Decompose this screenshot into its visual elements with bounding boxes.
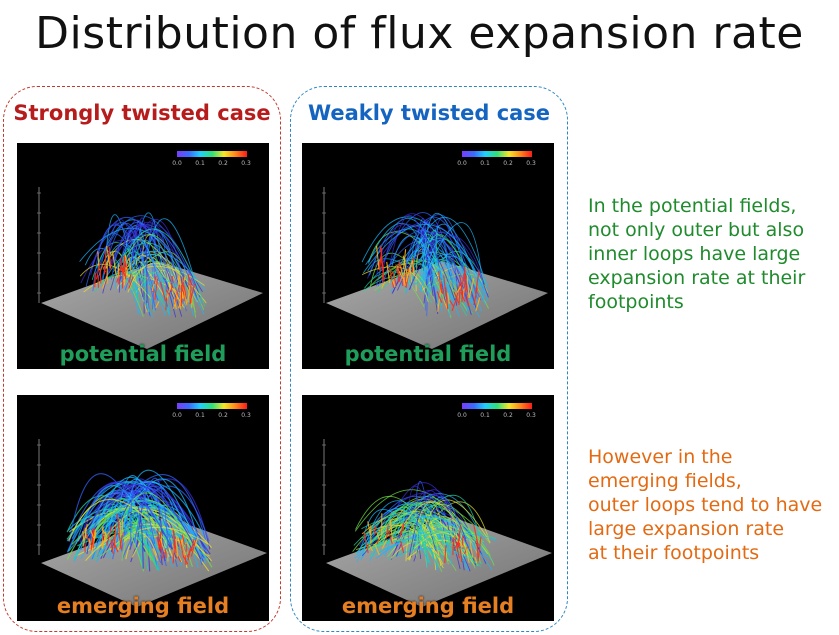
colorbar-tick: 0.2 bbox=[218, 160, 228, 167]
weak-emerging-panel: 0.0 0.1 0.2 0.3 emerging field bbox=[302, 395, 554, 621]
strongly-twisted-heading: Strongly twisted case bbox=[13, 101, 271, 125]
note-line: footpoints bbox=[588, 291, 684, 313]
colorbar-tick: 0.3 bbox=[526, 160, 536, 167]
colorbar-tick: 0.2 bbox=[503, 160, 513, 167]
colorbar-tick: 0.1 bbox=[480, 160, 490, 167]
colorbar-tick: 0.3 bbox=[241, 160, 251, 167]
weak-potential-label: potential field bbox=[344, 342, 512, 366]
weakly-twisted-column: Weakly twisted case 0.0 0.1 0.2 0.3 potenti… bbox=[290, 86, 568, 632]
weakly-twisted-heading: Weakly twisted case bbox=[307, 101, 551, 125]
potential-fields-note: In the potential fields, not only outer … bbox=[588, 194, 833, 314]
note-line: inner loops have large bbox=[588, 243, 801, 265]
note-line: emerging fields, bbox=[588, 470, 742, 492]
colorbar-tick: 0.3 bbox=[526, 412, 536, 419]
strong-emerging-panel: 0.0 0.1 0.2 0.3 emerging field bbox=[17, 395, 269, 621]
note-line: expansion rate at their bbox=[588, 267, 806, 289]
weak-emerging-label: emerging field bbox=[341, 594, 515, 618]
colorbar-tick: 0.0 bbox=[457, 160, 467, 167]
colorbar-tick: 0.1 bbox=[480, 412, 490, 419]
note-line: outer loops tend to have bbox=[588, 494, 823, 516]
note-line: large expansion rate bbox=[588, 518, 785, 540]
colorbar-tick: 0.0 bbox=[457, 412, 467, 419]
colorbar-tick: 0.1 bbox=[195, 412, 205, 419]
colorbar-tick: 0.3 bbox=[241, 412, 251, 419]
strong-potential-panel: 0.0 0.1 0.2 0.3 potential field bbox=[17, 143, 269, 369]
strong-emerging-label: emerging field bbox=[56, 594, 230, 618]
colorbar-tick: 0.0 bbox=[172, 160, 182, 167]
note-line: In the potential fields, bbox=[588, 195, 797, 217]
emerging-fields-note: However in the emerging fields, outer lo… bbox=[588, 445, 838, 565]
note-line: at their footpoints bbox=[588, 542, 760, 564]
weak-potential-visualization: 0.0 0.1 0.2 0.3 bbox=[322, 151, 548, 349]
strong-potential-visualization: 0.0 0.1 0.2 0.3 bbox=[37, 151, 263, 349]
weak-potential-panel: 0.0 0.1 0.2 0.3 potential field bbox=[302, 143, 554, 369]
strong-potential-label: potential field bbox=[59, 342, 227, 366]
note-line: However in the bbox=[588, 446, 733, 468]
colorbar-tick: 0.2 bbox=[503, 412, 513, 419]
strongly-twisted-column: Strongly twisted case 0.0 0.1 0.2 0.3 poten… bbox=[3, 86, 281, 632]
note-line: not only outer but also bbox=[588, 219, 805, 241]
colorbar-tick: 0.1 bbox=[195, 160, 205, 167]
colorbar-tick: 0.0 bbox=[172, 412, 182, 419]
colorbar-tick: 0.2 bbox=[218, 412, 228, 419]
page-title: Distribution of flux expansion rate bbox=[35, 8, 804, 59]
weak-emerging-visualization: 0.0 0.1 0.2 0.3 bbox=[322, 403, 552, 607]
strong-emerging-visualization: 0.0 0.1 0.2 0.3 bbox=[37, 403, 267, 607]
